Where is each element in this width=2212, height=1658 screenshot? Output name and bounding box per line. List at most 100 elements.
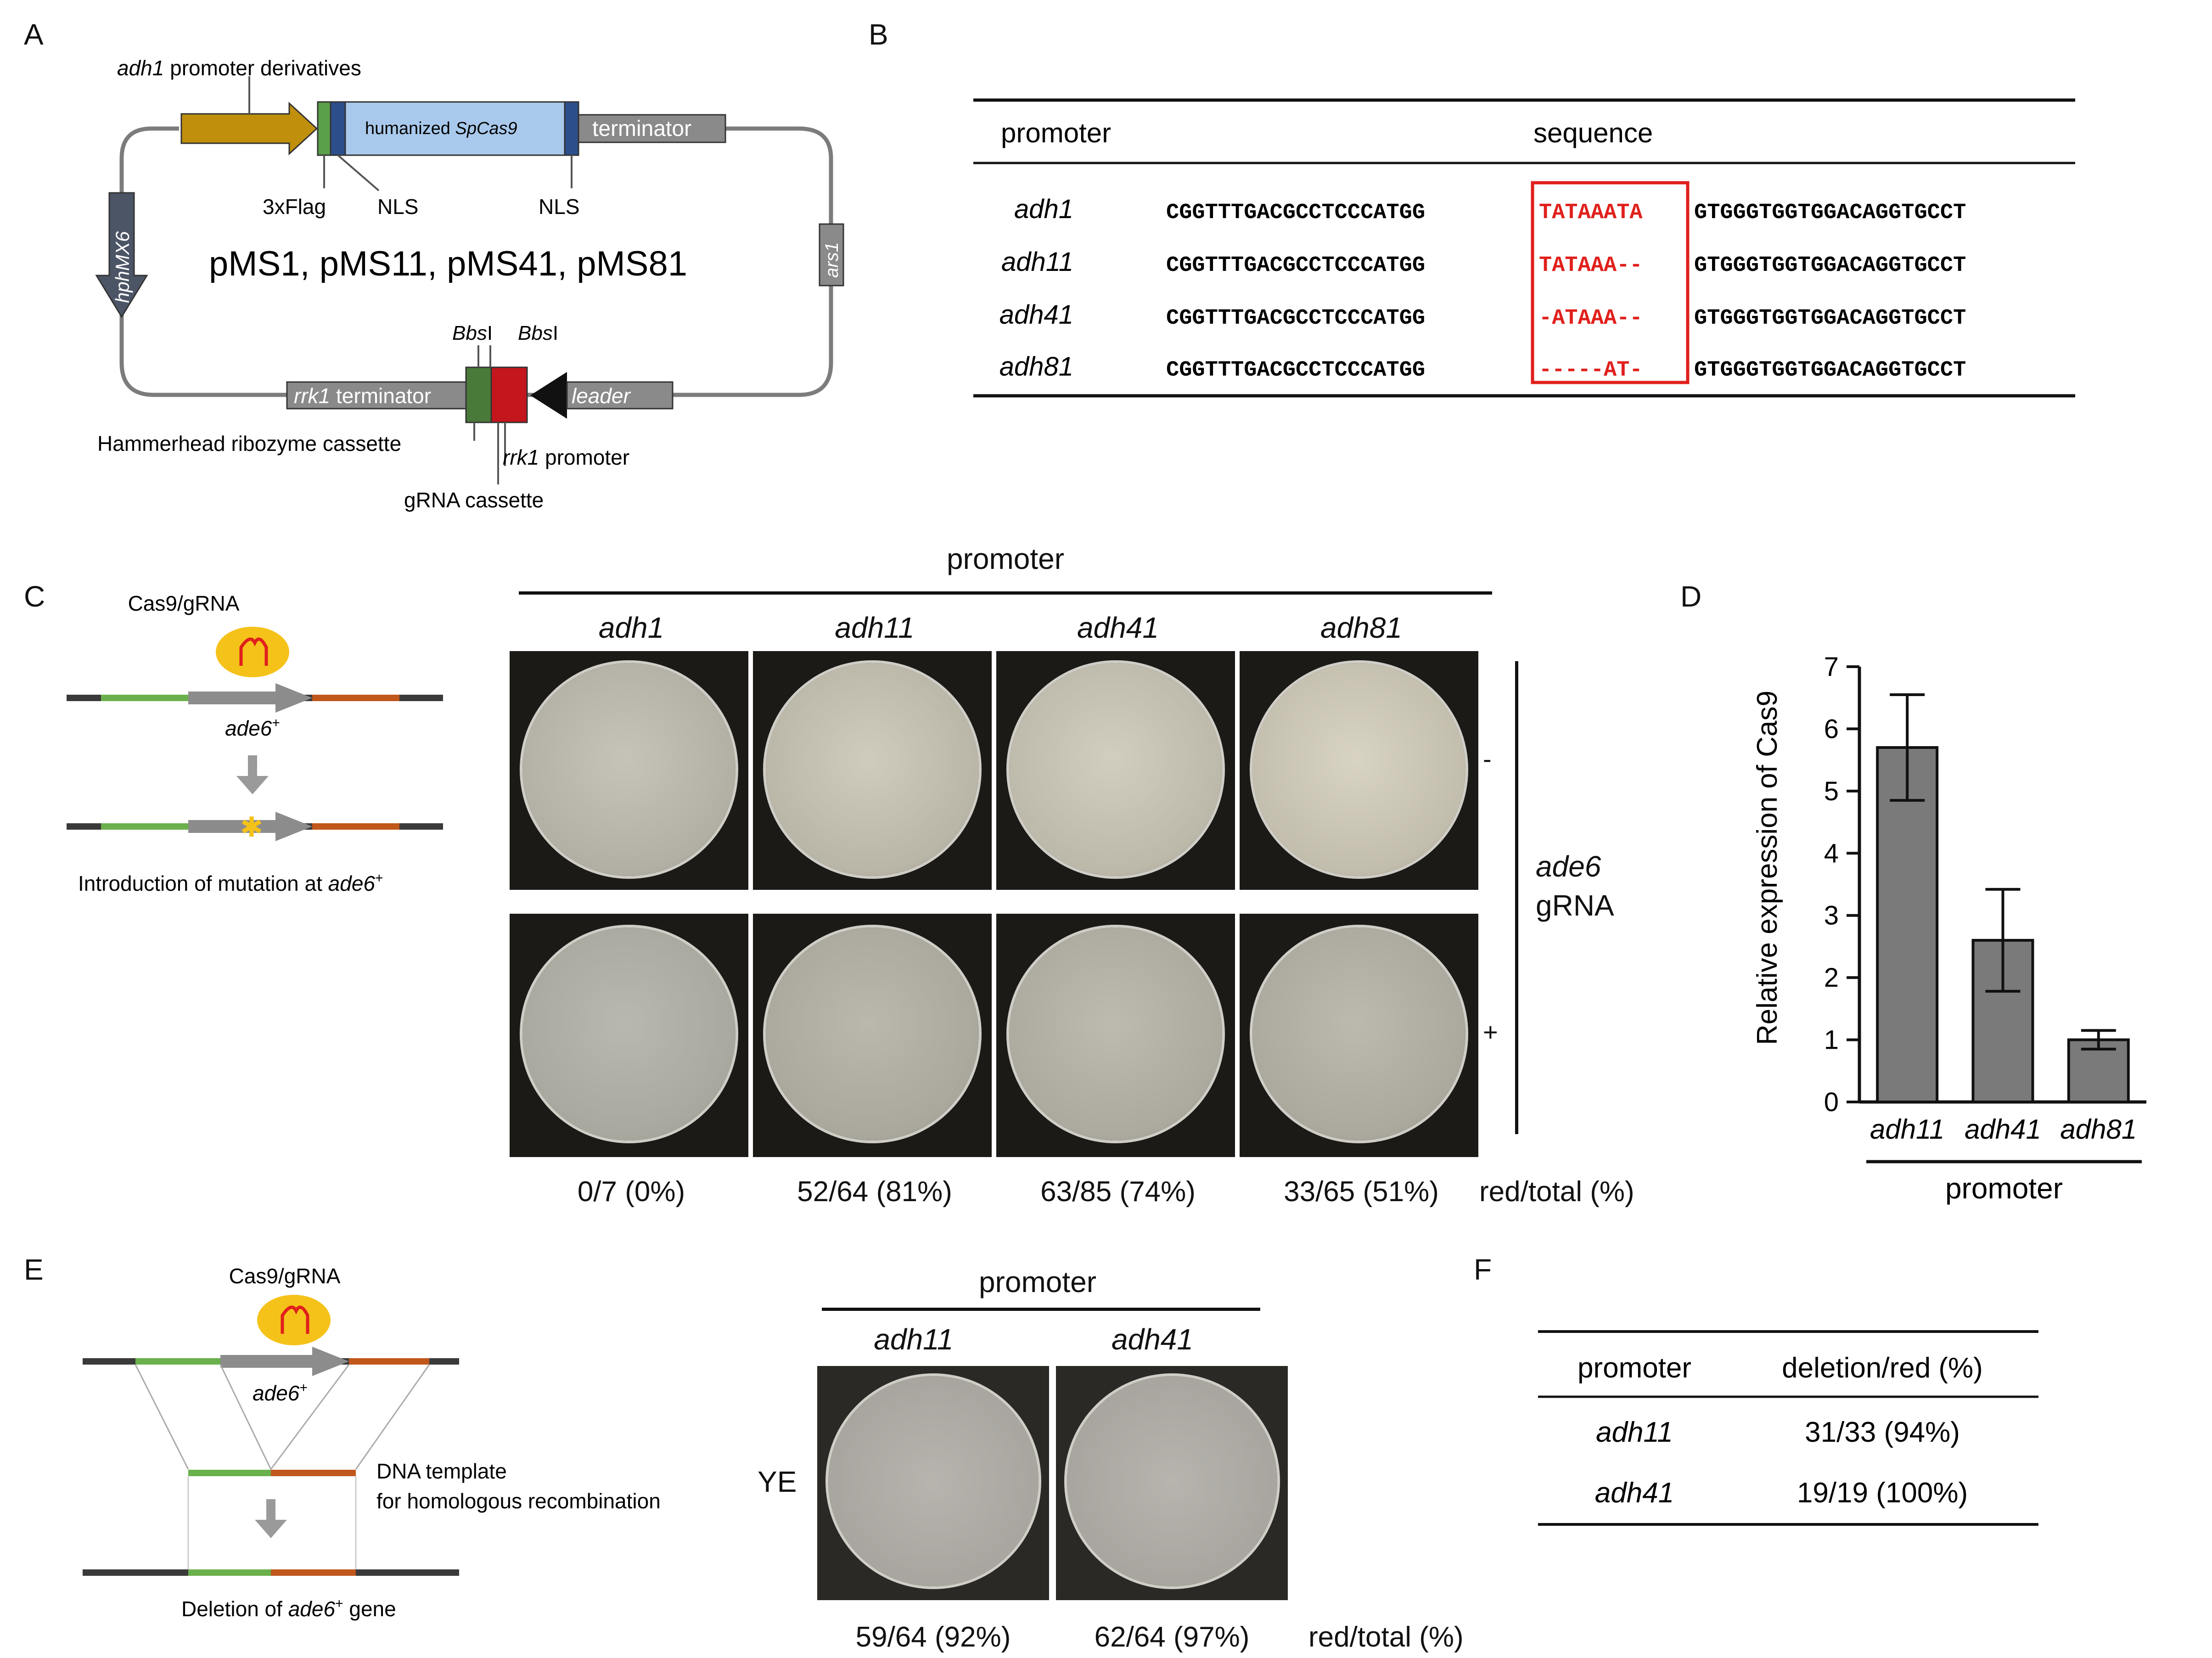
terminator-label: terminator bbox=[592, 117, 691, 141]
row-seq-left: CGGTTTGACGCCTCCCATGG bbox=[1166, 306, 1425, 331]
count-adh1: 0/7 (0%) bbox=[577, 1176, 685, 1208]
mutated-gene-arrow bbox=[188, 812, 312, 841]
minus-label: - bbox=[1483, 744, 1492, 773]
panel-label-c: C bbox=[24, 580, 45, 613]
petri-dish bbox=[1009, 663, 1222, 876]
panel-label-f: F bbox=[1474, 1253, 1492, 1286]
panel-c-header-rule bbox=[519, 591, 1492, 595]
bbsi-label-2: BbsI bbox=[518, 322, 558, 344]
y-tick-label: 4 bbox=[1824, 838, 1839, 868]
cas9-blob bbox=[216, 627, 289, 677]
rrk1-terminator-label: rrk1 terminator bbox=[294, 384, 431, 408]
y-axis-label: Relative expression of Cas9 bbox=[1752, 691, 1783, 1045]
cas9-grna-label: Cas9/gRNA bbox=[229, 1264, 341, 1288]
header-ratio: deletion/red (%) bbox=[1782, 1352, 1983, 1384]
template-label-1: DNA template bbox=[376, 1459, 507, 1483]
header-promoter: promoter bbox=[1578, 1352, 1691, 1384]
x-tick-label: adh11 bbox=[1870, 1114, 1944, 1145]
promoter-arrow bbox=[180, 101, 318, 156]
plate-photo bbox=[996, 651, 1235, 890]
ars-label: ars1 bbox=[822, 242, 842, 278]
ade6-gene-arrow bbox=[188, 683, 312, 713]
row-promoter: adh81 bbox=[999, 352, 1073, 382]
column-label-adh41: adh41 bbox=[1077, 611, 1159, 644]
plasmid-backbone bbox=[119, 126, 833, 397]
grna-bracket bbox=[1515, 661, 1518, 1134]
column-label-adh41: adh41 bbox=[1112, 1323, 1193, 1356]
nls-label-2: NLS bbox=[539, 195, 579, 219]
plate-photo bbox=[1056, 1366, 1288, 1600]
petri-dish bbox=[1252, 663, 1465, 876]
leader-block bbox=[566, 381, 674, 410]
y-tick-label: 6 bbox=[1824, 714, 1839, 744]
y-tick-label: 0 bbox=[1824, 1087, 1839, 1117]
grna-cassette-label: gRNA cassette bbox=[404, 488, 544, 512]
count-adh11: 59/64 (92%) bbox=[855, 1621, 1011, 1653]
panel-c-promoter-header: promoter bbox=[946, 542, 1065, 575]
row-seq-right: GTGGGTGGTGGACAGGTGCCT bbox=[1694, 306, 1966, 331]
column-label-adh81: adh81 bbox=[1320, 611, 1402, 644]
side-grna-label: gRNA bbox=[1536, 889, 1614, 922]
bbsi-label-1: BbsI bbox=[452, 322, 493, 344]
panel-label-d: D bbox=[1680, 580, 1702, 613]
row-value: 31/33 (94%) bbox=[1805, 1416, 1960, 1448]
y-tick-label: 5 bbox=[1824, 776, 1839, 806]
row-value: 19/19 (100%) bbox=[1797, 1477, 1968, 1509]
petri-dish bbox=[1009, 927, 1222, 1141]
sequence-row: adh41 CGGTTTGACGCCTCCCATGG -ATAAA-- GTGG… bbox=[999, 300, 1966, 331]
panel-e-header-rule bbox=[822, 1308, 1260, 1311]
medium-label: YE bbox=[758, 1465, 797, 1498]
count-adh81: 33/65 (51%) bbox=[1284, 1176, 1439, 1208]
mutation-star-icon: ✱ bbox=[240, 812, 263, 843]
panel-label-e: E bbox=[24, 1253, 44, 1286]
flag-block bbox=[317, 101, 331, 156]
ade6-gene-label: ade6+ bbox=[253, 1380, 308, 1405]
cas9-block bbox=[344, 101, 566, 156]
row-seq-right: GTGGGTGGTGGACAGGTGCCT bbox=[1694, 201, 1966, 225]
count-adh41: 62/64 (97%) bbox=[1094, 1621, 1250, 1653]
deletion-schematic: Cas9/gRNA ade6+ DNA template for homolog… bbox=[83, 1264, 661, 1621]
grna-hairpin bbox=[281, 1305, 309, 1334]
row-seq-mid: -ATAAA-- bbox=[1539, 306, 1643, 331]
row-promoter: adh41 bbox=[1595, 1477, 1674, 1509]
ade6-gene-label: ade6+ bbox=[225, 715, 280, 740]
deletion-table: promoter deletion/red (%) adh11 31/33 (9… bbox=[1538, 1330, 2038, 1526]
petri-dish bbox=[522, 663, 735, 876]
rrk1-promoter-label: rrk1 promoter bbox=[503, 445, 629, 469]
petri-dish bbox=[522, 927, 735, 1141]
nls-block-1 bbox=[330, 101, 346, 156]
mutation-caption: Introduction of mutation at ade6+ bbox=[78, 871, 383, 895]
flag-label: 3xFlag bbox=[263, 195, 326, 219]
plasmid-map: adh1 promoter derivatives humanized SpCa… bbox=[95, 56, 844, 512]
terminator-block bbox=[578, 114, 726, 143]
hph-arrow bbox=[95, 192, 148, 318]
count-adh41: 63/85 (74%) bbox=[1040, 1176, 1196, 1208]
panel-label-b: B bbox=[869, 18, 888, 51]
plate-photo bbox=[1240, 651, 1478, 890]
y-tick-label: 7 bbox=[1824, 652, 1839, 682]
promoter-derivatives-label: adh1 promoter derivatives bbox=[117, 56, 361, 80]
table-row: adh41 19/19 (100%) bbox=[1595, 1477, 1968, 1509]
ribozyme-block bbox=[465, 366, 492, 423]
leader-label: leader bbox=[572, 384, 631, 408]
sequence-row: adh11 CGGTTTGACGCCTCCCATGG TATAAA-- GTGG… bbox=[1001, 247, 1966, 278]
tata-box-highlight bbox=[1531, 181, 1690, 384]
grna-hairpin bbox=[239, 637, 268, 666]
panel-e-promoter-header: promoter bbox=[978, 1265, 1097, 1298]
plasmid-names: pMS1, pMS11, pMS41, pMS81 bbox=[209, 244, 687, 283]
row-seq-mid: TATAAA-- bbox=[1539, 253, 1643, 278]
y-tick-label: 1 bbox=[1824, 1025, 1839, 1055]
template-label-2: for homologous recombination bbox=[376, 1489, 661, 1513]
column-label-adh11: adh11 bbox=[874, 1323, 954, 1356]
row-seq-mid: -----AT- bbox=[1539, 358, 1643, 382]
count-adh11: 52/64 (81%) bbox=[797, 1176, 952, 1208]
x-axis-label: promoter bbox=[1945, 1172, 2063, 1205]
row-seq-right: GTGGGTGGTGGACAGGTGCCT bbox=[1694, 358, 1966, 382]
petri-dish bbox=[828, 1376, 1039, 1586]
hph-label: hphMX6 bbox=[112, 231, 133, 303]
row-seq-left: CGGTTTGACGCCTCCCATGG bbox=[1166, 358, 1425, 382]
plate-photo bbox=[510, 914, 748, 1157]
grna-block bbox=[490, 366, 528, 423]
rrk1-terminator-block bbox=[286, 381, 467, 410]
